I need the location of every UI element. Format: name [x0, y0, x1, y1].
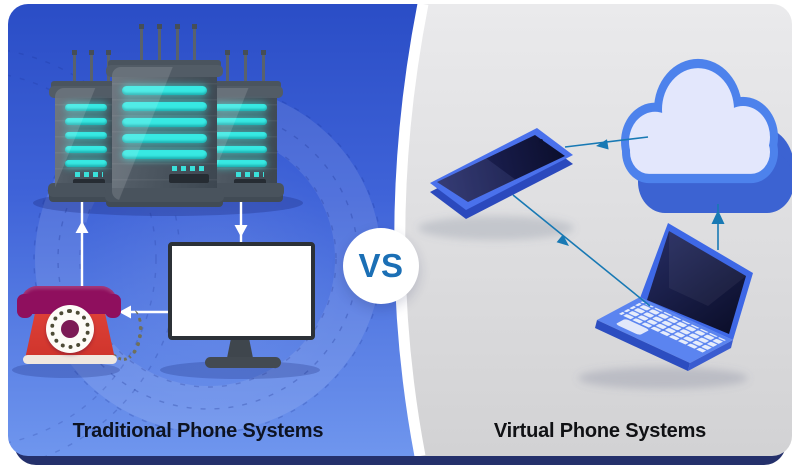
server-led-bar [214, 118, 267, 125]
arrowhead-left-icon [119, 305, 131, 319]
indicator-lights [236, 172, 264, 177]
server-rack-left-icon [48, 50, 124, 197]
antenna-icon [261, 50, 266, 88]
server-led-bar [65, 146, 107, 153]
arrowhead-up-icon [75, 221, 89, 233]
server-led-bar [65, 132, 107, 139]
server-led-bar [122, 102, 207, 111]
server-led-bar [214, 160, 267, 167]
antenna-icon [139, 24, 144, 67]
rotary-phone-icon [17, 286, 147, 372]
server-led-bar [122, 150, 207, 159]
right-panel-title: Virtual Phone Systems [493, 420, 707, 442]
phone-dial [46, 305, 94, 353]
flow-arrowheads [75, 221, 248, 319]
antenna-icon [243, 50, 248, 88]
virtual-panel [438, 4, 792, 456]
panel-divider [394, 4, 458, 456]
server-led-bar [65, 118, 107, 125]
monitor-stand [227, 340, 253, 358]
server-led-bar [122, 86, 207, 95]
server-led-bar [214, 146, 267, 153]
card: VS Traditional Phone Systems Virtual Pho… [8, 4, 792, 456]
antenna-icon [192, 24, 197, 67]
server-led-bar [65, 160, 107, 167]
vs-label: VS [358, 247, 404, 284]
phone-shadow [12, 362, 120, 378]
drive-slot [169, 174, 209, 183]
antenna-icon [157, 24, 162, 67]
dashed-ring [8, 74, 157, 444]
phone-base [23, 355, 117, 364]
antenna-icon [72, 50, 77, 88]
desktop-monitor-icon [168, 242, 315, 340]
antenna-icon [89, 50, 94, 88]
indicator-lights [75, 172, 103, 177]
vs-badge: VS [343, 228, 419, 304]
drive-slot [234, 179, 266, 187]
server-led-bar [122, 134, 207, 143]
arrowhead-down-icon [234, 225, 248, 237]
monitor-base [205, 357, 281, 368]
server-cap [106, 65, 223, 77]
server-led-bar [65, 104, 107, 111]
dial-center [61, 320, 79, 338]
server-rack-center-icon [105, 24, 224, 202]
server-led-bar [214, 104, 267, 111]
indicator-lights [172, 166, 206, 171]
drive-slot [73, 179, 105, 187]
left-panel-title: Traditional Phone Systems [72, 420, 324, 442]
server-base [105, 188, 224, 202]
server-led-bar [122, 118, 207, 127]
antenna-icon [225, 50, 230, 88]
dial-holes [50, 309, 90, 349]
server-led-bar [214, 132, 267, 139]
phone-handset [17, 286, 121, 318]
antenna-icon [175, 24, 180, 67]
